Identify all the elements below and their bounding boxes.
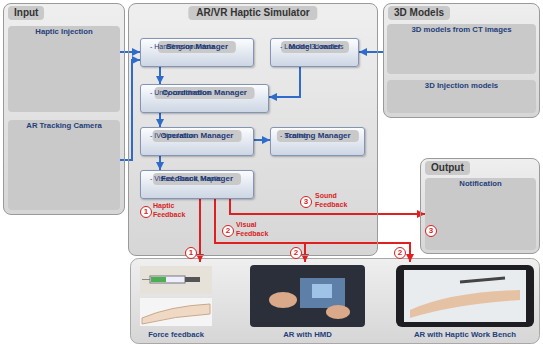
data-flow-arrow bbox=[359, 51, 383, 53]
image-item: AR with HMD bbox=[245, 262, 370, 342]
force-feedback-photo bbox=[140, 266, 212, 326]
node-subtitle: - Unify coordination bbox=[146, 88, 263, 97]
syringe-model bbox=[460, 278, 505, 282]
output-devices-panel bbox=[131, 259, 540, 344]
image-item: Haptic Injection bbox=[8, 24, 120, 114]
screen-highlight bbox=[312, 284, 332, 298]
node-title: AR/VR Haptic Simulator bbox=[188, 6, 317, 20]
data-flow-arrow bbox=[159, 113, 161, 127]
hand bbox=[269, 292, 297, 308]
models-panel-fill bbox=[384, 4, 540, 118]
node-subtitle: - Visual, Sound, Haptic bbox=[146, 174, 248, 183]
module-box: Training Manager- Scoring bbox=[270, 127, 365, 156]
node-subtitle: - Loading 3d models bbox=[276, 42, 353, 51]
callout-number: 1 bbox=[140, 206, 152, 218]
photo-ground bbox=[140, 298, 212, 326]
data-flow-arrow bbox=[269, 67, 300, 97]
node-title: Output bbox=[425, 161, 470, 175]
callout-number: 2 bbox=[222, 225, 234, 237]
edge-label: Haptic Feedback bbox=[153, 201, 195, 219]
module-box: Feedback Manager- Visual, Sound, Haptic bbox=[140, 170, 254, 199]
module-box: Sensor Manager- Handling input data bbox=[140, 38, 254, 67]
node-title: AR Tracking Camera bbox=[8, 120, 120, 210]
image-item: Notification bbox=[425, 176, 536, 252]
edge-label: Visual Feedback bbox=[236, 220, 280, 238]
node-title: AR with Haptic Work Bench bbox=[392, 330, 538, 340]
node-subtitle: - Scoring bbox=[276, 131, 359, 140]
arm-model bbox=[142, 304, 210, 324]
node-title: Haptic Injection bbox=[8, 26, 120, 112]
callout-number: 1 bbox=[185, 247, 197, 259]
group-panel: InputHaptic InjectionAR Tracking Camera bbox=[3, 3, 125, 215]
photo-ground bbox=[250, 265, 365, 327]
plunger bbox=[185, 277, 200, 282]
hmd-photo bbox=[250, 265, 365, 327]
data-flow-arrow bbox=[120, 60, 140, 160]
feedback-arrow bbox=[199, 199, 201, 262]
node-title: Input bbox=[8, 6, 44, 20]
tablet-frame bbox=[396, 265, 534, 327]
virtual-screen bbox=[300, 278, 345, 308]
image-item: Force feedback bbox=[135, 262, 217, 342]
hand bbox=[326, 305, 350, 319]
arm-model bbox=[410, 290, 520, 318]
module-box: Coordination Manager- Unify coordination bbox=[140, 84, 269, 113]
feedback-arrow bbox=[215, 199, 305, 262]
node-title: 3D models from CT images bbox=[387, 24, 536, 74]
callout-number: 2 bbox=[290, 247, 302, 259]
simulator-panel-fill bbox=[129, 4, 378, 256]
image-item: AR Tracking Camera bbox=[8, 118, 120, 212]
data-flow-arrow bbox=[254, 139, 270, 141]
edge-label: Sound Feedback bbox=[315, 191, 359, 209]
callout-number: 3 bbox=[425, 225, 437, 237]
data-flow-arrow bbox=[159, 67, 161, 84]
callout-number: 3 bbox=[300, 196, 312, 208]
module-box: Operation Manager- IV simulation bbox=[140, 127, 254, 156]
node-title: 3D Models bbox=[388, 6, 450, 20]
node-title: Notification bbox=[425, 178, 536, 250]
image-item: 3D Injection models bbox=[387, 78, 536, 115]
tablet-screen bbox=[404, 270, 526, 322]
input-panel-fill bbox=[4, 4, 125, 215]
workbench-photo bbox=[396, 265, 534, 327]
node-title: 3D Injection models bbox=[387, 80, 536, 113]
group-panel: AR/VR Haptic SimulatorSensor Manager- Ha… bbox=[128, 3, 378, 256]
image-item: AR with Haptic Work Bench bbox=[392, 262, 538, 342]
syringe-barrel bbox=[150, 276, 185, 283]
needle bbox=[142, 279, 150, 280]
group-panel: OutputNotification bbox=[420, 158, 540, 254]
feedback-arrow bbox=[215, 199, 410, 262]
data-flow-arrow bbox=[159, 156, 161, 170]
callout-number: 2 bbox=[394, 247, 406, 259]
node-subtitle: - IV simulation bbox=[146, 131, 248, 140]
syringe-liquid bbox=[151, 277, 166, 282]
node-title: AR with HMD bbox=[245, 330, 370, 340]
output-panel-fill bbox=[421, 159, 540, 254]
module-box: Model Loader- Loading 3d models bbox=[270, 38, 359, 67]
image-item: 3D models from CT images bbox=[387, 22, 536, 76]
group-panel: 3D Models 3D models from CT images 3D Inje… bbox=[383, 3, 540, 118]
data-flow-arrow bbox=[120, 51, 140, 53]
photo-ground bbox=[140, 266, 212, 294]
node-title: Force feedback bbox=[135, 330, 217, 340]
node-subtitle: - Handling input data bbox=[146, 42, 248, 51]
